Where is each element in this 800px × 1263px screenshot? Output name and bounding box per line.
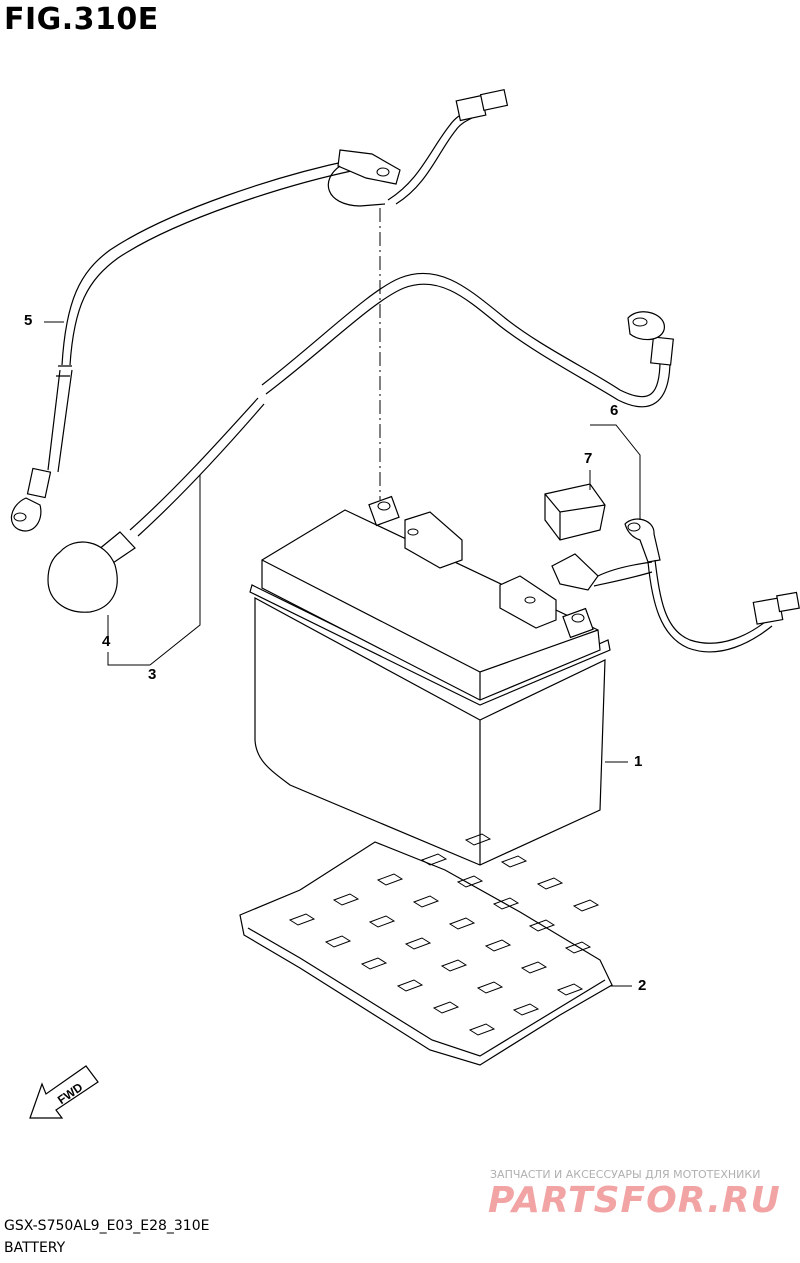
leader-lines: [44, 208, 641, 987]
watermark-tagline: ЗАПЧАСТИ И АКСЕССУАРЫ ДЛЯ МОТОТЕХНИКИ: [490, 1168, 761, 1181]
tray-slot: [556, 983, 584, 996]
tray-slot: [456, 875, 484, 888]
callout-6: 6: [610, 402, 619, 419]
tray-slot: [492, 897, 520, 910]
tray-slot: [512, 1003, 540, 1016]
figure-name: BATTERY: [4, 1240, 66, 1256]
tray-slot: [448, 917, 476, 930]
tray-slot: [432, 1001, 460, 1014]
tray-slot: [536, 877, 564, 890]
callout-5: 5: [24, 312, 33, 329]
tray-slot: [520, 961, 548, 974]
callout-3: 3: [148, 666, 157, 683]
terminal-cover-part-7: [544, 483, 606, 541]
tray-slot: [412, 895, 440, 908]
tray-slot: [464, 833, 492, 846]
tray-slot: [572, 899, 600, 912]
tray-slot: [476, 981, 504, 994]
tray-slot: [564, 941, 592, 954]
negative-cable-part-5: [10, 88, 509, 532]
positive-cable-part-3: [129, 272, 674, 537]
tray-slot: [404, 937, 432, 950]
tray-slot: [420, 853, 448, 866]
tray-slot: [368, 915, 396, 928]
forward-direction-arrow-icon: FWD: [29, 1065, 99, 1119]
tray-slot: [484, 939, 512, 952]
tray-slot: [396, 979, 424, 992]
battery-tray-part-2: [239, 841, 613, 1066]
callout-2: 2: [638, 977, 647, 994]
tray-slot: [528, 919, 556, 932]
tray-slot: [360, 957, 388, 970]
tray-slot: [288, 913, 316, 926]
tray-slot: [324, 935, 352, 948]
terminal-cap-part-4: [47, 531, 136, 613]
callout-7: 7: [584, 450, 593, 467]
tray-slot-grid: [288, 833, 600, 1036]
watermark-logo: PARTSFOR.RU: [488, 1180, 781, 1221]
tray-slot: [440, 959, 468, 972]
figure-title: FIG.310E: [4, 2, 159, 37]
tray-slot: [376, 873, 404, 886]
figure-code: GSX-S750AL9_E03_E28_310E: [4, 1218, 210, 1234]
battery-lead-part-6: [551, 518, 800, 653]
battery-part-1: [249, 495, 611, 866]
tray-slot: [468, 1023, 496, 1036]
tray-slot: [500, 855, 528, 868]
callout-1: 1: [634, 753, 643, 770]
callout-4: 4: [102, 633, 111, 650]
tray-slot: [332, 893, 360, 906]
